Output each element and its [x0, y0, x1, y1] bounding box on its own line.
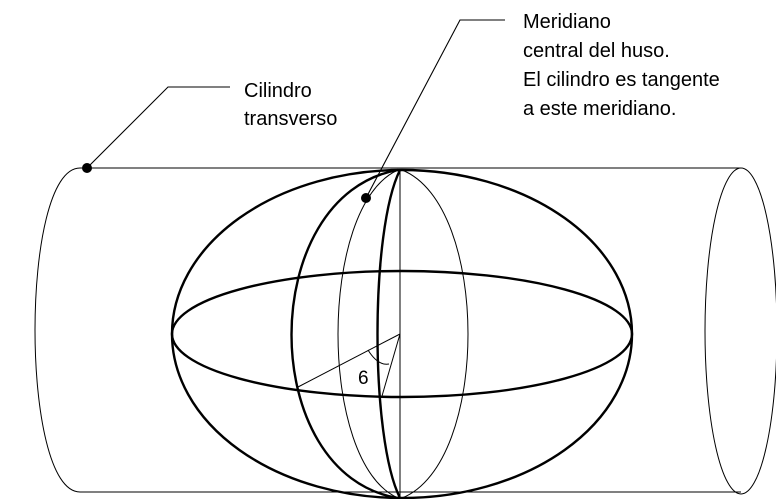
- central-meridian: [376, 169, 402, 499]
- angle-ray-left: [297, 333, 401, 388]
- angle-ray-right: [381, 333, 401, 397]
- cylinder-leader-dot: [82, 163, 92, 173]
- meridian-label-line-4: a este meridiano.: [523, 98, 676, 120]
- meridian-label-line-3: El cilindro es tangente: [523, 69, 720, 91]
- meridian-label: Meridiano central del huso. El cilindro …: [523, 11, 720, 120]
- front-meridian: [290, 168, 399, 499]
- cylinder-label-line-1: Cilindro: [244, 80, 312, 102]
- angle-construction: 6: [297, 333, 401, 397]
- cylinder-left-end: [34, 167, 81, 493]
- meridian-label-line-1: Meridiano: [523, 11, 611, 33]
- meridian-label-line-2: central del huso.: [523, 40, 670, 62]
- cylinder-label: Cilindro transverso: [244, 80, 337, 130]
- angle-label: 6: [358, 368, 369, 389]
- meridian-leader-line: [365, 19, 505, 199]
- cylinder-leader-line: [86, 86, 230, 169]
- cylinder-label-line-2: transverso: [244, 108, 337, 130]
- leaders: [82, 19, 505, 203]
- equator: [170, 269, 634, 399]
- transverse-cylinder: [34, 167, 776, 495]
- meridian-left: [337, 169, 399, 499]
- globe: [170, 168, 634, 499]
- angle-arc: [367, 349, 390, 365]
- globe-outline: [170, 168, 634, 499]
- meridian-leader-dot: [361, 193, 371, 203]
- cylinder-right-end: [704, 167, 776, 495]
- meridian-right: [401, 169, 469, 499]
